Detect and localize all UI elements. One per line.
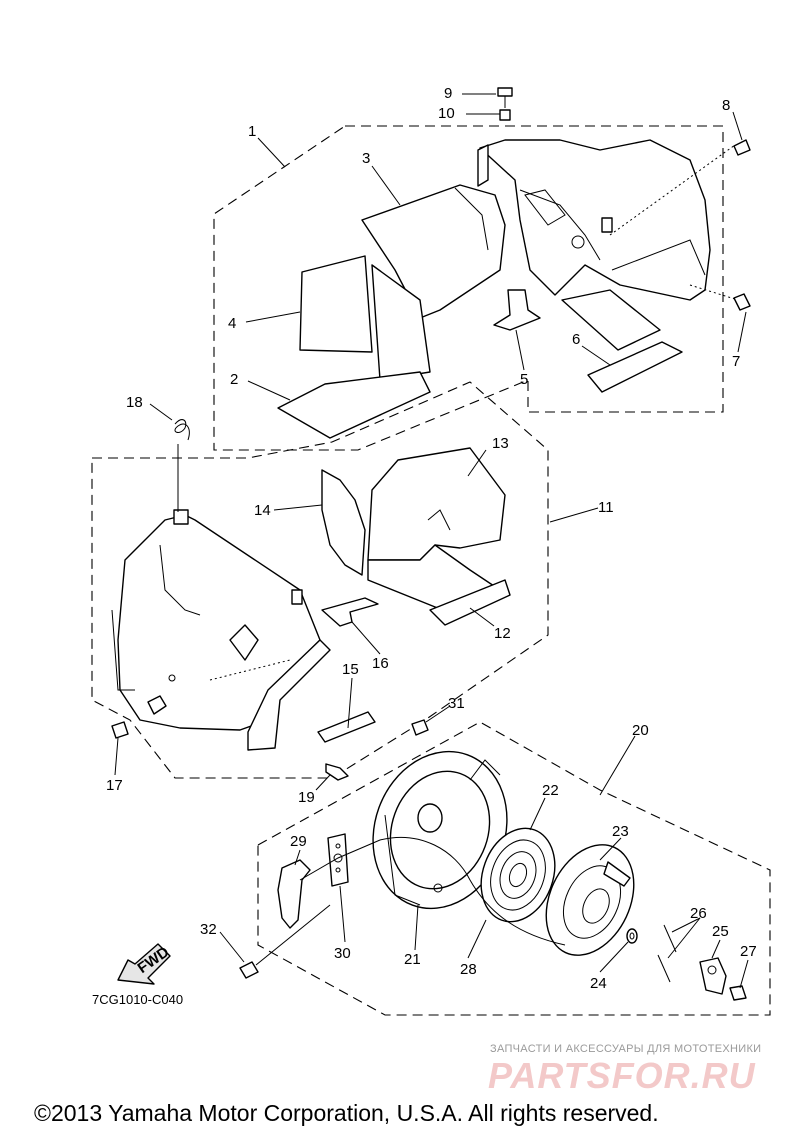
part-7-screw	[733, 293, 751, 311]
callout-12: 12	[494, 625, 511, 642]
fwd-arrow-icon: FWD	[117, 943, 172, 985]
diagram-code: 7CG1010-C040	[92, 992, 184, 1007]
part-2-base-seal	[277, 371, 431, 439]
group-11-outline	[91, 381, 549, 779]
callout-11: 11	[598, 499, 614, 516]
part-4-side-seal	[299, 255, 431, 381]
part-15-seal	[317, 711, 376, 743]
callout-6: 6	[572, 331, 580, 348]
callout-leaders	[114, 93, 749, 989]
callout-22: 22	[542, 782, 559, 799]
callout-19: 19	[298, 789, 315, 806]
callout-30: 30	[334, 945, 351, 962]
part-9-screw	[497, 87, 513, 108]
callout-3: 3	[362, 150, 370, 167]
callout-25: 25	[712, 923, 729, 940]
callout-9: 9	[444, 85, 452, 102]
part-8-screw	[733, 139, 751, 156]
part-14-side-seal	[321, 469, 366, 576]
part-26-pins	[657, 924, 677, 983]
group-1-outline	[213, 125, 724, 451]
part-27-screw	[729, 985, 747, 1001]
part-12-seal	[429, 579, 511, 626]
part-29-handle	[277, 859, 311, 929]
callout-17: 17	[106, 777, 123, 794]
part-1-upper-cover	[477, 139, 739, 301]
callout-28: 28	[460, 961, 477, 978]
callout-27: 27	[740, 943, 757, 960]
callout-labels: 1 2 3 4 5 6 7 8 9 10 11 12 13 14 15 16 1…	[106, 85, 757, 992]
watermark-tagline: ЗАПЧАСТИ И АКСЕССУАРЫ ДЛЯ МОТОТЕХНИКИ	[490, 1043, 762, 1055]
part-11-lower-cover	[111, 509, 331, 751]
callout-32: 32	[200, 921, 217, 938]
part-5-small-seal	[493, 289, 541, 331]
callout-14: 14	[254, 502, 271, 519]
part-32-screw	[239, 904, 331, 979]
part-31-bolt	[411, 719, 429, 736]
callout-4: 4	[228, 315, 236, 332]
callout-23: 23	[612, 823, 629, 840]
callout-18: 18	[126, 394, 143, 411]
callout-15: 15	[342, 661, 359, 678]
callout-16: 16	[372, 655, 389, 672]
callout-7: 7	[732, 353, 740, 370]
callout-21: 21	[404, 951, 421, 968]
part-28-starter-rope	[299, 836, 566, 946]
part-6-long-seal	[561, 289, 683, 393]
part-19-screw	[325, 763, 349, 781]
callout-10: 10	[438, 105, 455, 122]
part-18-clip	[174, 419, 190, 512]
callout-8: 8	[722, 97, 730, 114]
callout-1: 1	[248, 123, 256, 140]
part-16-small-seal	[321, 597, 379, 627]
part-25-ratchet	[699, 957, 727, 995]
part-17-screw	[111, 721, 129, 739]
callout-24: 24	[590, 975, 607, 992]
part-23-drive-plate	[545, 844, 635, 956]
part-3-cover-lid	[361, 184, 506, 319]
callout-5: 5	[520, 371, 528, 388]
callout-29: 29	[290, 833, 307, 850]
part-10-collar	[499, 109, 511, 121]
part-24-spring	[626, 928, 638, 944]
callout-31: 31	[448, 695, 465, 712]
watermark-logo: PARTSFOR.RU	[488, 1055, 756, 1096]
part-22-spiral-spring	[480, 827, 556, 923]
group-20-outline	[257, 721, 771, 1016]
copyright-notice: ©2013 Yamaha Motor Corporation, U.S.A. A…	[34, 1100, 659, 1126]
callout-2: 2	[230, 371, 238, 388]
part-30-rope-guide	[327, 833, 349, 887]
callout-20: 20	[632, 722, 649, 739]
callout-26: 26	[690, 905, 707, 922]
callout-13: 13	[492, 435, 509, 452]
